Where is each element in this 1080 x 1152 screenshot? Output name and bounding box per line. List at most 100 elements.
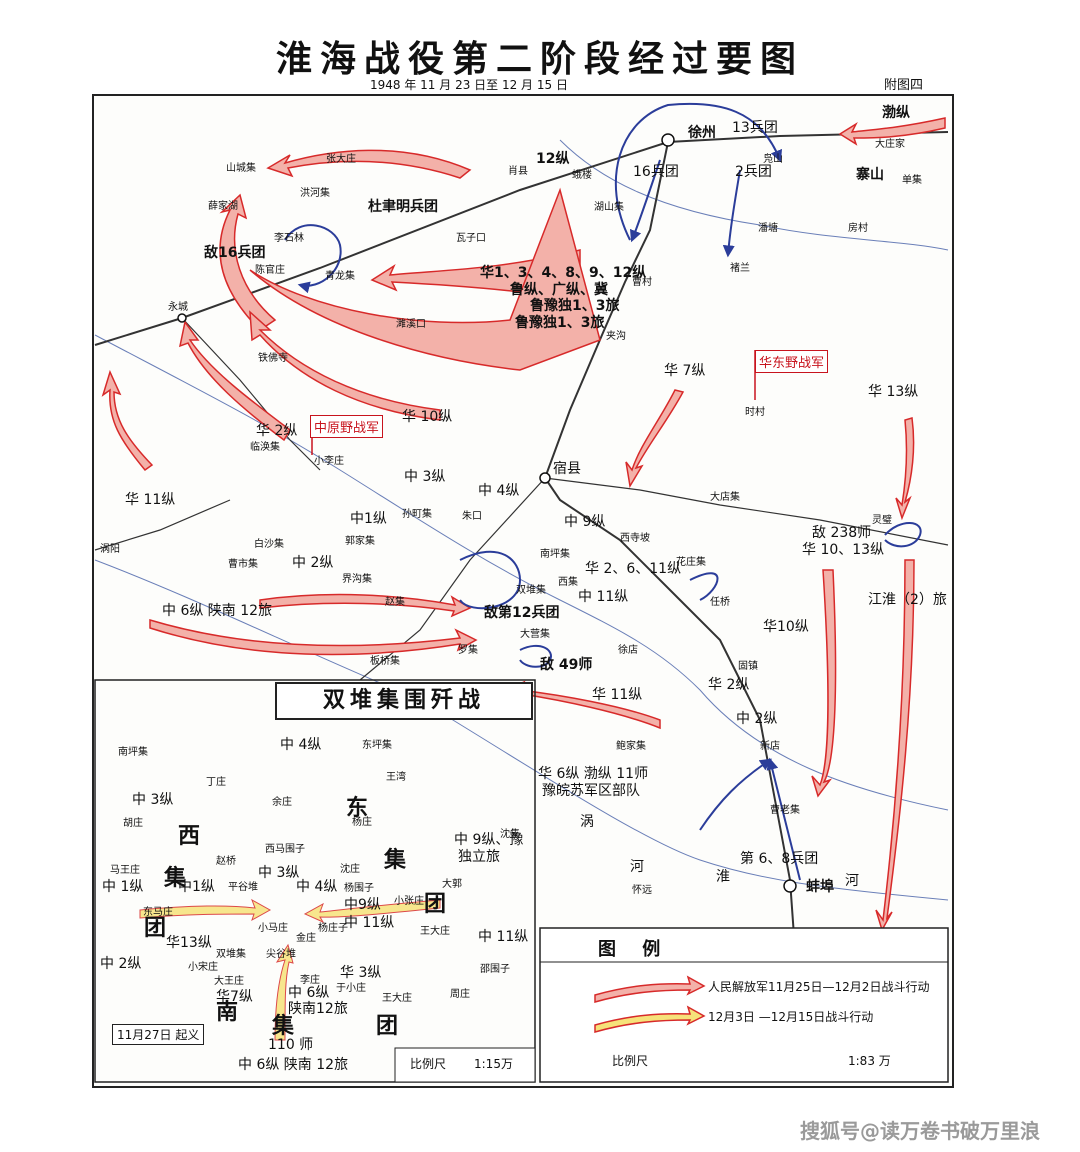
inset-z1b: 中1纵 <box>178 879 215 895</box>
inset-town-dawangzhuang: 大王庄 <box>214 976 244 987</box>
label-suxian: 宿县 <box>553 461 581 477</box>
town-xiaoxian: 肖县 <box>508 166 528 177</box>
inset-z4: 中 4纵 <box>280 737 322 753</box>
label-army13: 13兵团 <box>732 120 778 136</box>
inset-east-3: 团 <box>424 892 447 917</box>
arrow-zhong6 <box>149 618 478 656</box>
town-jiagou: 夹沟 <box>606 331 626 342</box>
legend-red-arrow <box>594 975 706 1003</box>
label-zhong6: 中 6纵 陕南 12旅 <box>162 603 273 619</box>
town-fengshan: 凫山 <box>763 154 783 165</box>
river-guo-2: 河 <box>630 859 644 875</box>
inset-z4b: 中 4纵 <box>296 879 338 895</box>
inset-h7: 华7纵 <box>216 989 253 1005</box>
arrow-yongcheng-north <box>219 193 277 331</box>
inset-east-2: 集 <box>384 848 407 873</box>
arrow-hua10 <box>249 310 441 421</box>
town-linhuanji: 临涣集 <box>250 442 280 453</box>
yellow-west <box>139 898 272 922</box>
label-hua2611: 华 2、6、11纵 <box>585 561 682 577</box>
label-hua11b: 华 11纵 <box>592 687 643 703</box>
label-zhong3: 中 3纵 <box>404 469 446 485</box>
town-chenguanzhuang: 陈官庄 <box>255 265 285 276</box>
label-zhong9: 中 9纵 <box>564 514 606 530</box>
guo-river <box>94 334 949 811</box>
town-suilingji: 孙町集 <box>402 509 432 520</box>
inset-town-jinzhuang: 金庄 <box>296 933 316 944</box>
enemy-238-circle <box>884 522 922 548</box>
inset-z9: 中9纵 <box>344 897 381 913</box>
town-dadianji: 大店集 <box>710 492 740 503</box>
town-dawangjia: 大庄家 <box>875 139 905 150</box>
inset-z3: 中 3纵 <box>132 792 174 808</box>
label-hua1013: 华 10、13纵 <box>802 542 885 558</box>
town-shuanggouji: 双堆集 <box>516 585 546 596</box>
inset-z11b: 中 11纵 <box>478 929 529 945</box>
town-baishaji: 白沙集 <box>254 539 284 550</box>
inset-east-1: 东 <box>346 796 369 821</box>
watermark: 搜狐号@读万卷书破万里浪 <box>800 1119 1040 1143</box>
label-hua6: 华 6纵 渤纵 11师 <box>538 766 649 782</box>
map-date-range: 1948 年 11 月 23 日至 12 月 15 日 <box>370 78 568 92</box>
town-yuqikou: 濉溪口 <box>396 319 426 330</box>
town-huazhuangji: 花庄集 <box>676 557 706 568</box>
inset-town-mawangzhuang: 马王庄 <box>110 865 140 876</box>
arrow-hua11 <box>101 369 154 472</box>
inset-z2: 中 2纵 <box>100 956 142 972</box>
inset-z6c: 中 6纵 陕南 12旅 <box>238 1057 349 1073</box>
huai-river <box>94 559 949 901</box>
inset-title: 双堆集围歼战 <box>275 682 533 720</box>
label-zhong1: 中1纵 <box>350 511 387 527</box>
town-shanchengji: 山城集 <box>226 163 256 174</box>
town-xiaolizhuang: 小李庄 <box>314 456 344 467</box>
label-jianghuai: 江淮（2）旅 <box>868 592 947 608</box>
inset-town-dongmazhuang: 东马庄 <box>143 907 173 918</box>
rivers <box>94 139 949 901</box>
label-enemy12: 敌第12兵团 <box>484 605 560 621</box>
inset-south-2: 集 <box>272 1014 295 1039</box>
town-luoji: 罗集 <box>458 645 478 656</box>
inset-town-yizhuangzi: 于小庄 <box>336 983 366 994</box>
town-nanpingji: 南坪集 <box>540 549 570 560</box>
town-hongheji: 洪河集 <box>300 188 330 199</box>
jinpu-railway <box>543 141 796 951</box>
label-xuzhou: 徐州 <box>688 125 716 141</box>
inset-town-wangdazhuang: 王大庄 <box>420 926 450 937</box>
guoyang-road <box>94 499 231 551</box>
arrow-to-shanchengji <box>266 149 472 179</box>
enemy-bengbu-north <box>766 757 801 881</box>
label-zhong11: 中 11纵 <box>578 589 629 605</box>
label-bengbu: 蚌埠 <box>806 879 834 895</box>
inset-scale-value: 1:15万 <box>474 1057 513 1071</box>
town-renqiao: 任桥 <box>710 597 730 608</box>
town-guoyang: 涡阳 <box>100 544 120 555</box>
yongcheng-road <box>181 317 321 471</box>
town-jiaojiaji: 鲍家集 <box>616 741 646 752</box>
inset-z11: 中 11纵 <box>344 915 395 931</box>
label-enemy49: 敌 49师 <box>540 657 593 673</box>
label-zhong2: 中 2纵 <box>292 555 334 571</box>
town-hudian: 徐店 <box>618 645 638 656</box>
inset-town-wangwan: 王湾 <box>386 772 406 783</box>
inset-town-shanji: 沈集 <box>500 829 520 840</box>
town-wazikou: 瓦子口 <box>456 233 486 244</box>
label-army2: 2兵团 <box>735 164 772 180</box>
arrow-hua10b <box>811 569 837 798</box>
yongcheng-marker <box>177 313 187 323</box>
enemy-2-army-south <box>722 169 741 258</box>
inset-yellow-arrows <box>139 898 441 1041</box>
town-caocun: 曹村 <box>632 277 652 288</box>
town-qiuji: 朱口 <box>462 511 482 522</box>
legend-scale-label: 比例尺 <box>612 1054 649 1068</box>
town-chulan: 褚兰 <box>730 263 750 274</box>
inset-town-zhouweizi: 邵围子 <box>480 964 510 975</box>
town-shanxian: 单集 <box>902 175 922 186</box>
enemy-68-army <box>699 758 772 831</box>
inset-scale-frame <box>394 1047 536 1083</box>
town-banqiaoji: 板桥集 <box>370 656 400 667</box>
label-hua7: 华 7纵 <box>664 363 706 379</box>
label-hua13: 华 13纵 <box>868 384 919 400</box>
enemy-49-circle <box>519 644 552 668</box>
flag-east-army: 华东野战军 <box>755 350 829 373</box>
